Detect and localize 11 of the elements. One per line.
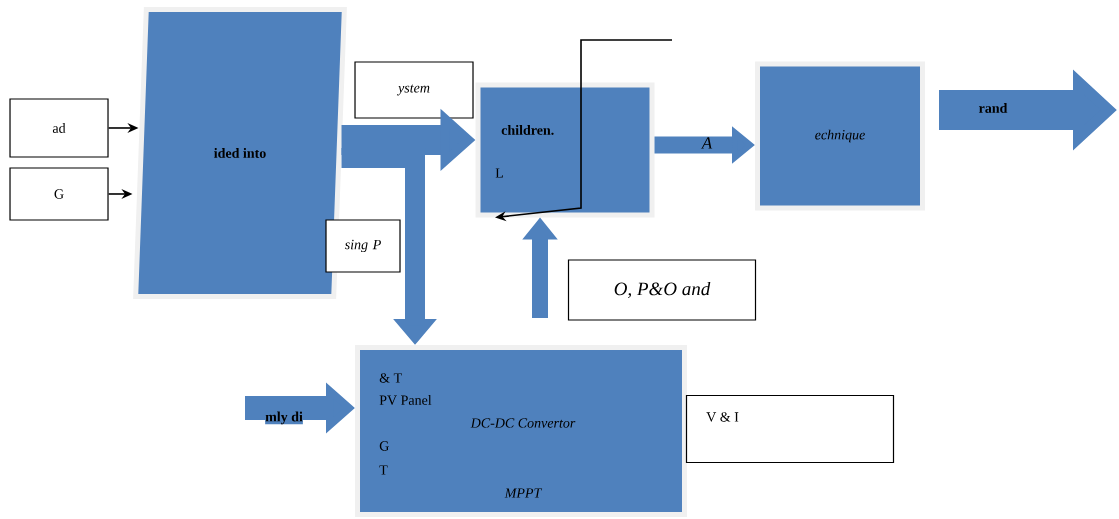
output-box: V & I <box>685 394 895 464</box>
process-box: echnique <box>755 61 925 211</box>
edge-label: rand <box>978 103 1008 113</box>
edge-label: A <box>700 137 713 149</box>
label-box: sing P <box>325 219 401 273</box>
process-box: & T PV Panel DC-DC Convertor G T MPPT <box>355 345 687 517</box>
input-box: ad <box>9 98 109 158</box>
input-box: G <box>9 167 109 221</box>
label-box: O, P&O and <box>567 259 757 321</box>
process-box: children. L <box>475 82 655 218</box>
label-box: ystem <box>354 61 474 119</box>
